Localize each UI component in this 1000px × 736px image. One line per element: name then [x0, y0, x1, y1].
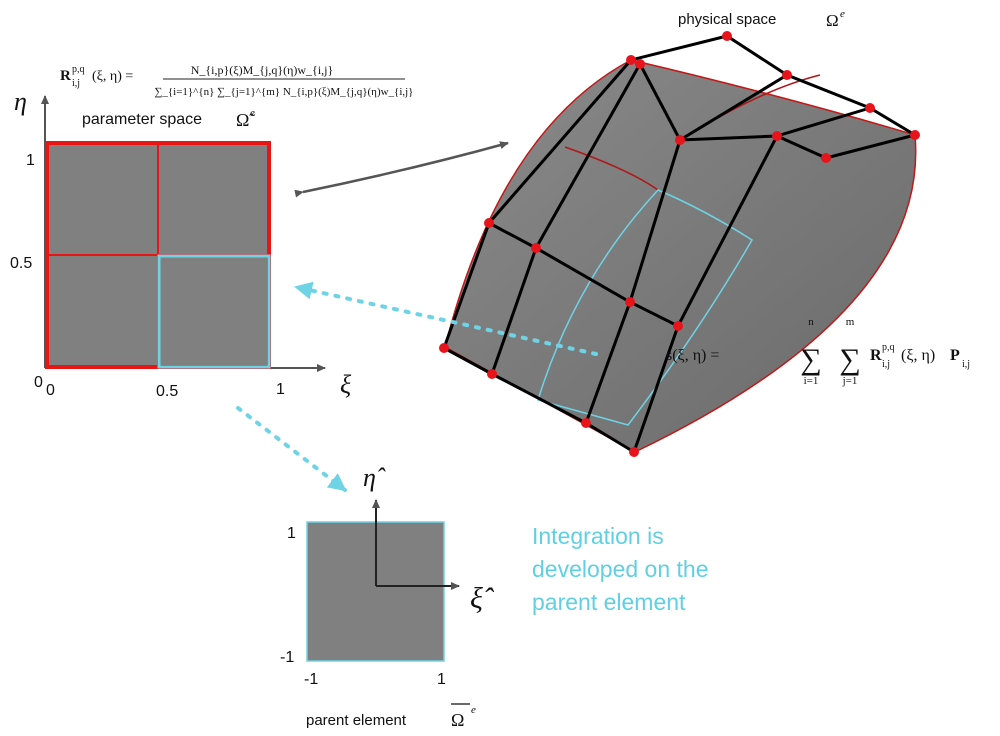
- control-point: [626, 55, 636, 65]
- surface-basis-sup: p,q: [882, 342, 895, 353]
- mapping-arrow: [294, 141, 509, 198]
- control-point: [722, 31, 732, 41]
- note-line-3: parent element: [532, 589, 686, 615]
- knot-curve-eta: [564, 146, 659, 191]
- parent-mapping-arrow: [236, 406, 347, 492]
- control-point: [581, 418, 591, 428]
- highlighted-physical-element: [537, 189, 754, 426]
- eta-tick-1: 1: [26, 152, 35, 169]
- surface-lhs: s(ξ, η) =: [666, 347, 719, 364]
- nurbs-surface: [444, 59, 917, 453]
- surface-point-sub: i,j: [962, 359, 970, 370]
- control-point: [782, 70, 792, 80]
- sum1-sign: ∑: [800, 343, 821, 376]
- xi-tick-half: 0.5: [156, 383, 178, 400]
- control-point: [910, 130, 920, 140]
- control-point: [625, 297, 635, 307]
- control-point: [673, 321, 683, 331]
- integration-note: Integration is developed on the parent e…: [532, 523, 709, 615]
- control-point: [821, 153, 831, 163]
- control-points: [439, 31, 920, 457]
- parent-eta-tick-bottom: -1: [280, 649, 294, 666]
- parent-xi-tick-right: 1: [437, 671, 446, 688]
- eta-hat-label: η̂: [363, 463, 386, 492]
- control-point: [629, 447, 639, 457]
- control-point: [484, 218, 494, 228]
- surface-basis: R: [870, 347, 882, 364]
- parent-xi-tick-left: -1: [304, 671, 318, 688]
- physical-space-label: physical space: [678, 11, 776, 28]
- parameter-space-label: parameter space: [82, 111, 202, 128]
- basis-lhs: R: [60, 68, 71, 84]
- highlighted-element: [157, 254, 271, 369]
- parent-eta-tick-top: 1: [287, 525, 296, 542]
- physical-space-symbol: Ω: [826, 11, 839, 30]
- sum1-top: n: [808, 316, 814, 328]
- control-point: [635, 59, 645, 69]
- basis-function-formula: R p,q i,j (ξ, η) = N_{i,p}(ξ)M_{j,q}(η)w…: [60, 63, 413, 98]
- surface-formula: s(ξ, η) = n ∑ i=1 m ∑ j=1 R p,q i,j (ξ, …: [666, 316, 970, 387]
- eta-tick-half: 0.5: [10, 255, 32, 272]
- sum2-top: m: [846, 316, 855, 328]
- note-line-1: Integration is: [532, 523, 664, 549]
- basis-denominator: ∑_{i=1}^{n} ∑_{j=1}^{m} N_{i,p}(ξ)M_{j,q…: [155, 86, 414, 98]
- xi-hat-label: ξ̂: [470, 582, 495, 615]
- sum2-bottom: j=1: [842, 375, 858, 387]
- basis-lhs-sub: i,j: [72, 78, 80, 89]
- control-point: [439, 343, 449, 353]
- sum2-sign: ∑: [839, 343, 860, 376]
- control-net: [442, 34, 916, 454]
- control-point: [865, 103, 875, 113]
- parent-element-label: parent element: [306, 712, 407, 729]
- parent-element-panel: η̂ ξ̂ 1 -1 -1 1 parent element Ω e: [280, 463, 495, 730]
- element-correspondence-arrow: [294, 281, 598, 356]
- xi-tick-0: 0: [46, 382, 55, 399]
- parent-element-symbol: Ω: [451, 710, 464, 730]
- basis-numerator: N_{i,p}(ξ)M_{j,q}(η)w_{i,j}: [191, 63, 334, 77]
- note-line-2: developed on the: [532, 556, 709, 582]
- xi-tick-1: 1: [276, 381, 285, 398]
- surface-point: P: [950, 347, 960, 364]
- surface-basis-sub: i,j: [882, 359, 890, 370]
- parent-element-symbol-sup: e: [471, 704, 476, 716]
- physical-space-panel: physical space Ω e: [439, 8, 970, 457]
- basis-lhs-sup: p,q: [72, 64, 85, 75]
- physical-space-symbol-sup: e: [840, 8, 845, 20]
- eta-axis-label: η: [14, 87, 27, 116]
- basis-lhs-args: (ξ, η) =: [92, 69, 133, 84]
- xi-axis-label: ξ: [340, 370, 352, 399]
- control-point: [487, 369, 497, 379]
- control-point: [772, 131, 782, 141]
- parameter-space-symbol-sup: e: [250, 107, 255, 119]
- sum1-bottom: i=1: [804, 375, 819, 387]
- control-point: [675, 135, 685, 145]
- eta-tick-0: 0: [34, 374, 43, 391]
- control-point: [531, 243, 541, 253]
- parameter-space-panel: parameter space Ω̃ e η ξ 1 0.5 0 0 0.5 1: [10, 87, 352, 400]
- surface-args: (ξ, η): [901, 347, 935, 364]
